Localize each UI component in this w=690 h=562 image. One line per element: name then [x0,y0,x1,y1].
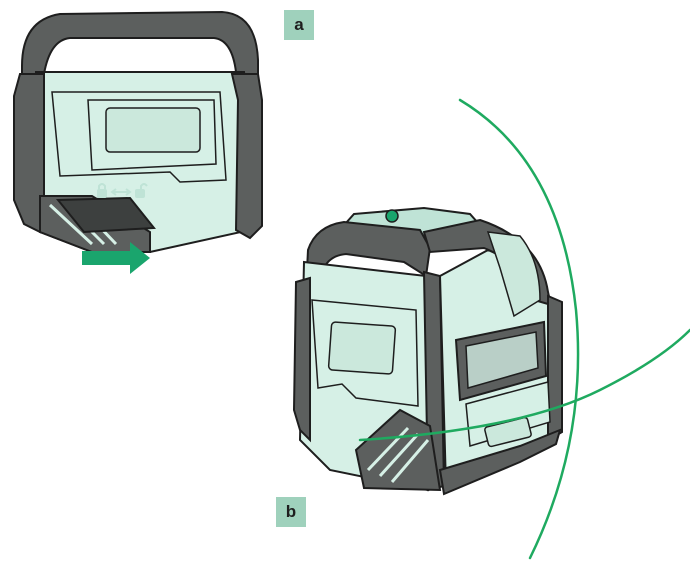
device-a-right-bumper [230,73,263,240]
device-a-panel-outline [87,99,217,171]
device-b-grip-stripes [366,426,430,483]
double-arrow-left-head [110,188,117,196]
device-b-top-button [385,209,399,223]
device-b-left-bumper [292,276,311,443]
device-a-lock-indicator [97,183,148,198]
device-a-left-bumper [13,73,45,234]
laser-line-vertical [458,98,580,560]
laser-lines [358,98,690,560]
device-b-left-window [327,321,397,375]
lock-icon-shackle [98,183,106,190]
device-b-lower-bumper [354,408,442,492]
unlock-icon [135,189,145,198]
lock-icon [97,189,107,198]
device-b-laser-column [486,231,541,318]
device-a [13,10,263,274]
unlock-icon-shackle [140,183,148,190]
device-b [292,206,563,496]
device-a-window [105,107,201,153]
device-a-slide-switch [55,196,156,234]
device-b-bottom-right-bumper [438,428,562,496]
label-a: a [284,10,314,40]
double-arrow-right-head [125,188,132,196]
arrow-right-icon [82,242,150,274]
label-b: b [276,497,306,527]
device-b-front-window [465,331,539,389]
laser-line-horizontal [358,328,690,442]
